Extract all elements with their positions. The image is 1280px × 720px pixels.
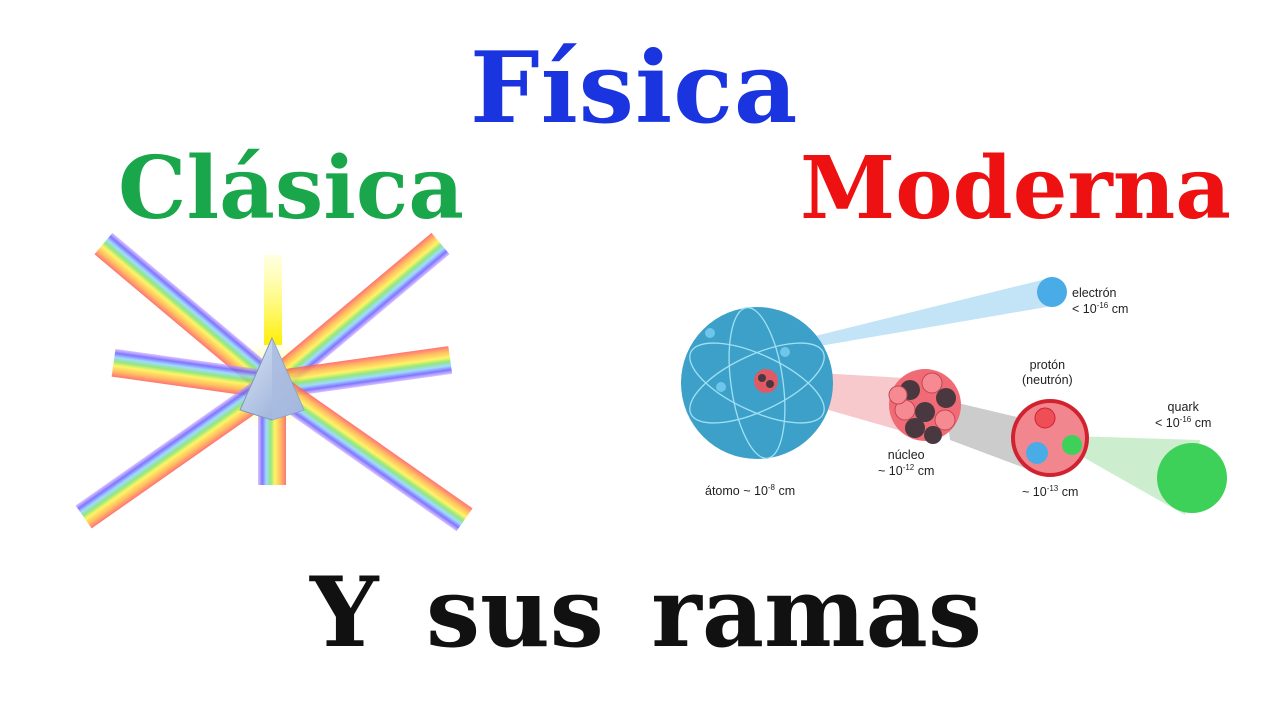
- electron-size: < 10-16 cm: [1072, 301, 1129, 317]
- title-fisica: Física: [470, 31, 799, 146]
- electron-icon: [1037, 277, 1067, 307]
- label-nucleus: núcleo ~ 10-12 cm: [878, 448, 934, 479]
- quark-size: < 10-16 cm: [1155, 415, 1212, 431]
- nucleus-size: ~ 10-12 cm: [878, 463, 935, 479]
- light-beam-incoming: [264, 255, 282, 345]
- rainbow-beams: [75, 232, 473, 532]
- quark-icon: [1157, 443, 1227, 513]
- atom-scale-diagram: [681, 277, 1227, 515]
- quark-name: quark: [1167, 400, 1199, 414]
- label-atom: átomo ~ 10-8 cm: [705, 483, 796, 499]
- neutron-name: (neutrón): [1022, 373, 1073, 387]
- electron-name: electrón: [1072, 286, 1117, 300]
- nucleus-name: núcleo: [887, 448, 925, 462]
- prism-icon: [239, 336, 305, 421]
- label-proton: protón (neutrón): [1022, 358, 1073, 388]
- nucleus-icon: [888, 369, 961, 444]
- title-y-sus-ramas: Y sus ramas: [310, 556, 982, 669]
- label-quark: quark < 10-16 cm: [1155, 400, 1211, 431]
- proton-name: protón: [1029, 358, 1066, 372]
- proton-icon: [1011, 399, 1089, 477]
- label-electron: electrón < 10-16 cm: [1072, 286, 1128, 317]
- title-clasica: Clásica: [118, 138, 465, 239]
- label-proton-size: ~ 10-13 cm: [1022, 484, 1079, 500]
- title-moderna: Moderna: [800, 138, 1231, 239]
